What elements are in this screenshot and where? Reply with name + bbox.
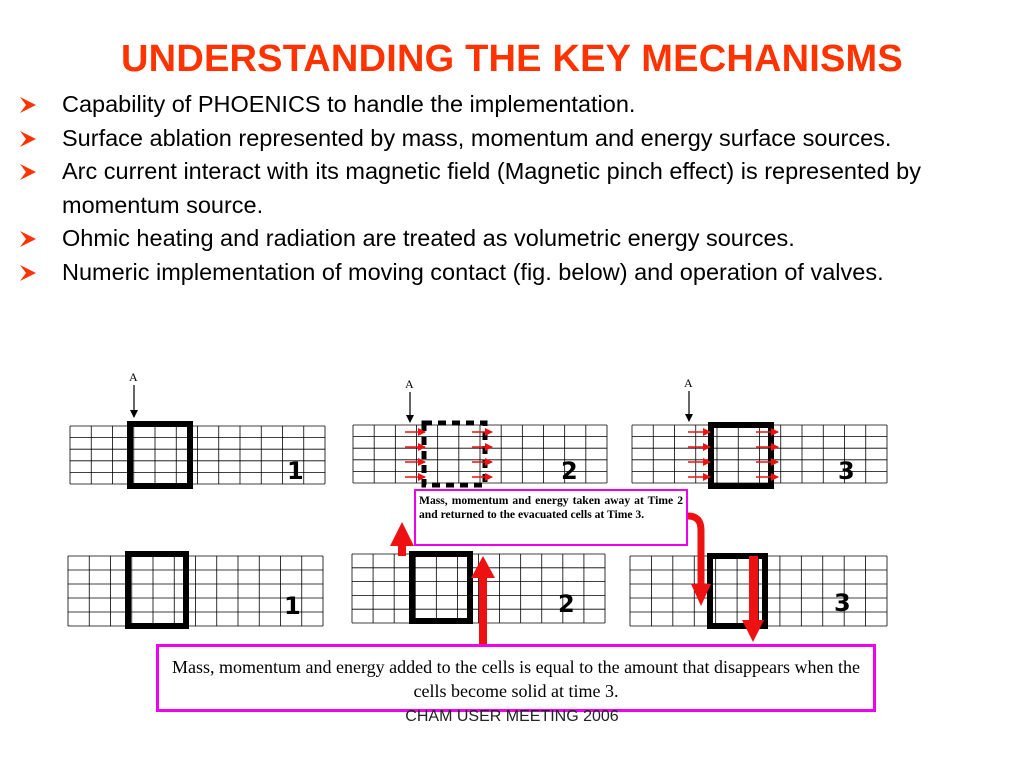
moving-contact-figure: A A A 1 2 3 1 2 3 [67,370,888,644]
bullet-text: Ohmic heating and radiation are treated … [62,225,795,251]
bullet-text: Surface ablation represented by mass, mo… [62,124,892,151]
bullet-item: Numeric implementation of moving contact… [12,256,1012,290]
panel-number: 2 [558,590,575,618]
contact-block [708,422,774,489]
figure-overlays [125,385,779,644]
big-up-arrow-icon [390,522,414,556]
big-down-arrow-icon [742,556,764,642]
bullet-item: Arc current interact with its magnetic f… [12,155,1012,222]
arrowhead-bullet-icon [20,164,36,180]
bullet-item: Ohmic heating and radiation are treated … [12,222,1012,256]
panel-number: 2 [561,457,578,485]
panel-number: 3 [838,457,855,485]
bullet-text: Numeric implementation of moving contact… [62,258,884,285]
bullet-list: Capability of PHOENICS to handle the imp… [12,88,1012,289]
cell-grids [67,424,888,627]
contact-block [127,421,193,489]
marker-label: A [684,376,693,390]
slide-title: UNDERSTANDING THE KEY MECHANISMS [121,38,903,80]
marker-labels: A A A [129,370,693,391]
bullet-text: Arc current interact with its magnetic f… [62,158,922,218]
caption-top: Mass, momentum and energy taken away at … [414,489,688,546]
panel-numbers: 1 2 3 1 2 3 [284,457,855,620]
arrowhead-bullet-icon [20,97,36,113]
arrowhead-bullet-icon [20,231,36,247]
contact-block [707,553,768,629]
arrowhead-bullet-icon [20,130,36,147]
panel-number: 3 [834,589,851,617]
footer: CHAM USER MEETING 2006 [405,708,619,725]
arrowhead-bullet-icon [20,264,36,281]
flux-arrows [405,428,493,481]
bullet-item: Capability of PHOENICS to handle the imp… [12,88,1012,122]
flux-arrows [688,428,779,481]
cell-grid [69,425,326,485]
cell-grid [631,424,888,484]
big-up-arrow-icon [471,556,495,644]
contact-block [125,551,189,629]
big-down-arrow-icon [687,512,711,606]
panel-number: 1 [284,592,301,620]
contact-block [409,551,473,624]
marker-label: A [405,377,414,391]
caption-bottom: Mass, momentum and energy added to the c… [156,644,876,712]
bullet-text: Capability of PHOENICS to handle the imp… [62,91,636,117]
marker-label: A [129,370,138,384]
panel-number: 1 [287,457,304,485]
cell-grid [67,555,324,627]
dotted-contact-outline [421,420,488,488]
bullet-item: Surface ablation represented by mass, mo… [12,122,1012,156]
